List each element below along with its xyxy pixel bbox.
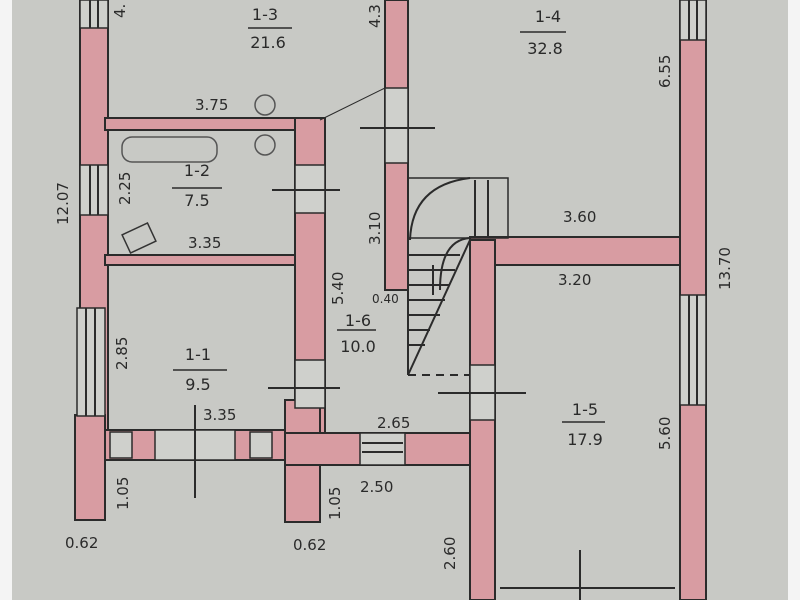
dimension: 2.65 bbox=[377, 414, 410, 432]
windows-and-doors bbox=[76, 0, 707, 600]
dimension: 0.62 bbox=[293, 536, 326, 554]
dimension: 0.62 bbox=[65, 534, 98, 552]
room-area: 7.5 bbox=[184, 191, 209, 210]
dimension: 3.75 bbox=[195, 96, 228, 114]
room-id: 1-2 bbox=[184, 161, 210, 180]
photo-border bbox=[0, 0, 12, 600]
room-id: 1-5 bbox=[572, 400, 598, 419]
dimension: 3.20 bbox=[558, 271, 591, 289]
room-area: 17.9 bbox=[567, 430, 603, 449]
dimension: 3.35 bbox=[188, 234, 221, 252]
room-area: 21.6 bbox=[250, 33, 286, 52]
marker-icon bbox=[254, 94, 276, 116]
dimension: 4.3 bbox=[366, 4, 384, 28]
dimension: 2.85 bbox=[113, 337, 131, 370]
dimension: 3.35 bbox=[203, 406, 236, 424]
toilet-icon bbox=[121, 222, 157, 254]
room-labels: 1-3 21.6 1-4 32.8 1-2 7.5 1-6 10.0 1-1 9… bbox=[172, 5, 605, 449]
dimension: 1.05 bbox=[114, 477, 132, 510]
bathtub-icon bbox=[121, 136, 218, 163]
dimension: 12.07 bbox=[54, 182, 72, 225]
dimension: 5.40 bbox=[329, 272, 347, 305]
dimension: 2.25 bbox=[116, 172, 134, 205]
dimension: 13.70 bbox=[716, 247, 734, 290]
photo-border-right bbox=[788, 0, 800, 600]
sink-icon bbox=[254, 134, 276, 156]
dimension: 4. bbox=[111, 4, 129, 18]
bathroom-fixtures bbox=[121, 94, 276, 254]
dimension: 3.60 bbox=[563, 208, 596, 226]
dimension: 1.05 bbox=[326, 487, 344, 520]
room-id: 1-6 bbox=[345, 311, 371, 330]
room-id: 1-4 bbox=[535, 7, 561, 26]
dimension: 0.40 bbox=[372, 292, 399, 306]
staircase bbox=[407, 177, 509, 376]
dimension-labels: 3.75 2.25 12.07 3.35 5.40 3.10 4.3 4. 6.… bbox=[54, 4, 734, 570]
dimension: 2.60 bbox=[441, 537, 459, 570]
room-area: 10.0 bbox=[340, 337, 376, 356]
room-area: 32.8 bbox=[527, 39, 563, 58]
room-id: 1-3 bbox=[252, 5, 278, 24]
dimension: 6.55 bbox=[656, 55, 674, 88]
dimension: 5.60 bbox=[656, 417, 674, 450]
dimension: 3.10 bbox=[366, 212, 384, 245]
room-id: 1-1 bbox=[185, 345, 211, 364]
room-area: 9.5 bbox=[185, 375, 210, 394]
dimension: 2.50 bbox=[360, 478, 393, 496]
